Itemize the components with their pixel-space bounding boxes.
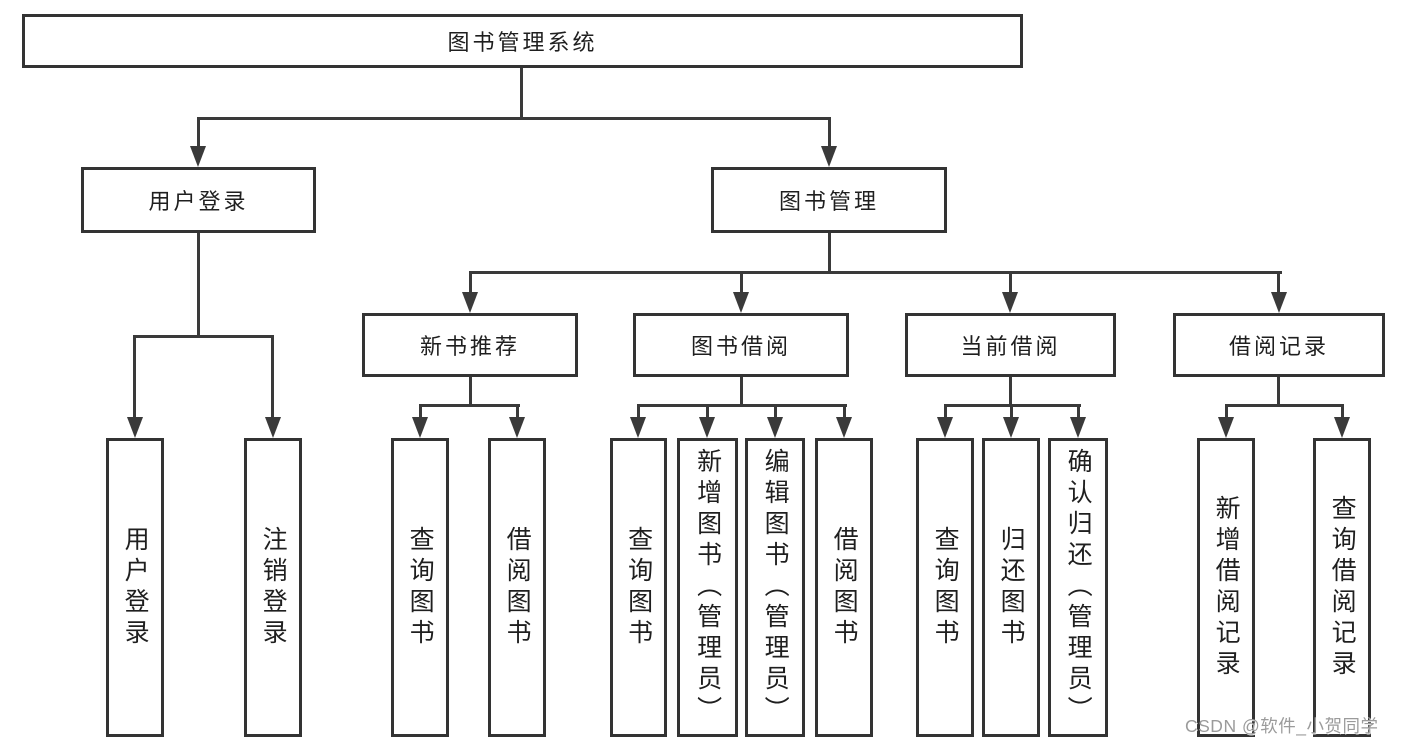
connector-line bbox=[133, 335, 136, 419]
connector-line bbox=[828, 233, 831, 273]
connector-line bbox=[944, 404, 947, 418]
arrow-down-icon bbox=[190, 146, 206, 167]
leaf-add-books-admin: 新增图书（管理员） bbox=[677, 438, 738, 737]
node-label: 借阅图书 bbox=[503, 525, 532, 650]
arrow-down-icon bbox=[1218, 417, 1234, 438]
arrow-down-icon bbox=[937, 417, 953, 438]
connector-line bbox=[637, 404, 640, 418]
node-label: 用户登录 bbox=[148, 189, 249, 214]
connector-line bbox=[828, 117, 831, 149]
connector-line bbox=[1009, 377, 1012, 406]
connector-line bbox=[1277, 271, 1280, 293]
arrow-down-icon bbox=[1271, 292, 1287, 313]
node-borrowing-records: 借阅记录 bbox=[1173, 313, 1385, 377]
node-label: 新增图书（管理员） bbox=[693, 448, 722, 727]
node-label: 新增借阅记录 bbox=[1212, 494, 1241, 681]
connector-line bbox=[469, 377, 472, 406]
node-label: 图书借阅 bbox=[690, 334, 791, 359]
node-label: 编辑图书（管理员） bbox=[761, 448, 790, 727]
arrow-down-icon bbox=[1002, 292, 1018, 313]
connector-line bbox=[843, 404, 846, 418]
node-label: 图书管理 bbox=[778, 189, 879, 214]
connector-line bbox=[197, 233, 200, 337]
node-user-login-group: 用户登录 bbox=[81, 167, 316, 233]
connector-line bbox=[1077, 404, 1080, 418]
leaf-edit-books-admin: 编辑图书（管理员） bbox=[745, 438, 805, 737]
node-book-management-group: 图书管理 bbox=[711, 167, 947, 233]
connector-line bbox=[516, 404, 519, 418]
node-label: 图书管理系统 bbox=[447, 30, 598, 55]
connector-line bbox=[1277, 377, 1280, 406]
connector-line bbox=[469, 271, 1282, 274]
leaf-query-books-1: 查询图书 bbox=[391, 438, 449, 737]
connector-line bbox=[706, 404, 709, 418]
arrow-down-icon bbox=[509, 417, 525, 438]
leaf-user-login: 用户登录 bbox=[106, 438, 164, 737]
connector-line bbox=[469, 271, 472, 293]
node-label: 归还图书 bbox=[997, 525, 1026, 650]
node-label: 确认归还（管理员） bbox=[1064, 448, 1093, 727]
connector-line bbox=[1225, 404, 1228, 418]
arrow-down-icon bbox=[821, 146, 837, 167]
connector-line bbox=[1010, 404, 1013, 418]
node-label: 用户登录 bbox=[121, 525, 150, 650]
leaf-query-books-3: 查询图书 bbox=[916, 438, 974, 737]
connector-line bbox=[740, 377, 743, 406]
node-library-management-system: 图书管理系统 bbox=[22, 14, 1023, 68]
node-new-book-recommend: 新书推荐 bbox=[362, 313, 578, 377]
arrow-down-icon bbox=[733, 292, 749, 313]
arrow-down-icon bbox=[699, 417, 715, 438]
csdn-watermark: CSDN @软件_小贺同学 bbox=[1185, 716, 1379, 736]
node-current-borrowing: 当前借阅 bbox=[905, 313, 1116, 377]
connector-line bbox=[774, 404, 777, 418]
node-label: 查询借阅记录 bbox=[1328, 494, 1357, 681]
arrow-down-icon bbox=[1003, 417, 1019, 438]
arrow-down-icon bbox=[1334, 417, 1350, 438]
arrow-down-icon bbox=[412, 417, 428, 438]
arrow-down-icon bbox=[127, 417, 143, 438]
leaf-confirm-return-admin: 确认归还（管理员） bbox=[1048, 438, 1108, 737]
connector-line bbox=[197, 117, 831, 120]
node-label: 查询图书 bbox=[624, 525, 653, 650]
arrow-down-icon bbox=[767, 417, 783, 438]
connector-line bbox=[419, 404, 422, 418]
leaf-borrow-books-2: 借阅图书 bbox=[815, 438, 873, 737]
connector-line bbox=[520, 68, 523, 118]
leaf-return-books: 归还图书 bbox=[982, 438, 1040, 737]
leaf-logout: 注销登录 bbox=[244, 438, 302, 737]
leaf-borrow-books-1: 借阅图书 bbox=[488, 438, 546, 737]
leaf-add-borrow-record: 新增借阅记录 bbox=[1197, 438, 1255, 737]
connector-line bbox=[1341, 404, 1344, 418]
connector-line bbox=[740, 271, 743, 293]
arrow-down-icon bbox=[836, 417, 852, 438]
leaf-query-borrow-record: 查询借阅记录 bbox=[1313, 438, 1371, 737]
connector-line bbox=[1225, 404, 1344, 407]
connector-line bbox=[1009, 271, 1012, 293]
node-label: 借阅图书 bbox=[830, 525, 859, 650]
node-label: 新书推荐 bbox=[419, 334, 520, 359]
leaf-query-books-2: 查询图书 bbox=[610, 438, 667, 737]
connector-line bbox=[271, 335, 274, 419]
arrow-down-icon bbox=[1070, 417, 1086, 438]
node-label: 借阅记录 bbox=[1228, 334, 1329, 359]
connector-line bbox=[133, 335, 274, 338]
node-label: 查询图书 bbox=[406, 525, 435, 650]
arrow-down-icon bbox=[630, 417, 646, 438]
connector-line bbox=[637, 404, 847, 407]
connector-line bbox=[197, 117, 200, 149]
node-label: 注销登录 bbox=[259, 525, 288, 650]
arrow-down-icon bbox=[265, 417, 281, 438]
node-label: 查询图书 bbox=[931, 525, 960, 650]
connector-line bbox=[419, 404, 520, 407]
node-label: 当前借阅 bbox=[960, 334, 1061, 359]
arrow-down-icon bbox=[462, 292, 478, 313]
node-book-borrowing: 图书借阅 bbox=[633, 313, 849, 377]
